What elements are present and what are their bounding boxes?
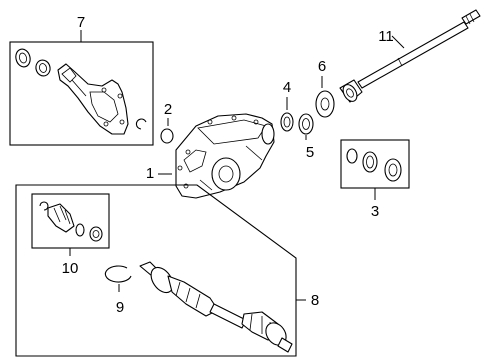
callout-5[interactable]: 5 bbox=[306, 144, 314, 161]
group-3-bearing-kit: 3 bbox=[340, 139, 410, 220]
axle-outer-stub bbox=[277, 337, 293, 353]
bearing-ring-b bbox=[384, 158, 402, 182]
group-10-boot-kit: 10 bbox=[31, 193, 110, 277]
callout-10[interactable]: 10 bbox=[62, 260, 79, 277]
cv-axle-shaft bbox=[139, 261, 293, 353]
shaft-tube bbox=[357, 21, 469, 89]
group-7-cover-kit: 7 bbox=[9, 14, 154, 146]
circlip bbox=[104, 265, 132, 283]
bearing-race bbox=[346, 148, 358, 164]
part-1-differential-housing: 1 bbox=[146, 113, 275, 199]
callout-8[interactable]: 8 bbox=[311, 292, 319, 309]
part-9-circlip: 9 bbox=[104, 265, 132, 316]
part-4-seal: 4 bbox=[280, 79, 294, 132]
callout-6[interactable]: 6 bbox=[318, 58, 326, 75]
housing-body bbox=[175, 113, 275, 199]
o-ring bbox=[160, 128, 174, 144]
seal-4 bbox=[280, 112, 294, 132]
seal-5 bbox=[298, 113, 314, 135]
differential-cover bbox=[57, 63, 129, 135]
snap-ring-small bbox=[135, 118, 147, 130]
leader-11 bbox=[391, 35, 405, 49]
boot-clamp-ring bbox=[75, 223, 85, 237]
shaft-flange bbox=[342, 84, 358, 102]
bearing-ring-a bbox=[362, 151, 378, 173]
callout-2[interactable]: 2 bbox=[164, 101, 172, 118]
boot-clamp-large bbox=[89, 226, 103, 242]
inner-cv-joint bbox=[150, 266, 174, 294]
cv-boot bbox=[47, 203, 75, 233]
housing-input-neck bbox=[261, 123, 275, 145]
callout-4[interactable]: 4 bbox=[283, 79, 291, 96]
seal-ring-small bbox=[35, 59, 51, 77]
part-11-shaft: 11 bbox=[339, 9, 481, 103]
part-5-seal: 5 bbox=[298, 113, 314, 161]
callout-3[interactable]: 3 bbox=[371, 203, 379, 220]
washer-6 bbox=[315, 90, 335, 118]
callout-9[interactable]: 9 bbox=[116, 299, 124, 316]
part-2-o-ring: 2 bbox=[160, 101, 174, 144]
shaft-end-spline bbox=[461, 9, 481, 25]
boot-clamp-small bbox=[39, 201, 49, 211]
callout-11[interactable]: 11 bbox=[378, 28, 394, 45]
axle-bar bbox=[209, 303, 247, 329]
callout-7[interactable]: 7 bbox=[77, 14, 85, 31]
seal-ring-large bbox=[15, 48, 31, 68]
box-8 bbox=[15, 184, 297, 357]
part-6-washer: 6 bbox=[315, 58, 335, 118]
group-8-axle-assembly: 8 10 9 bbox=[15, 184, 319, 357]
housing-output-flange bbox=[211, 157, 241, 191]
callout-1[interactable]: 1 bbox=[146, 165, 154, 182]
